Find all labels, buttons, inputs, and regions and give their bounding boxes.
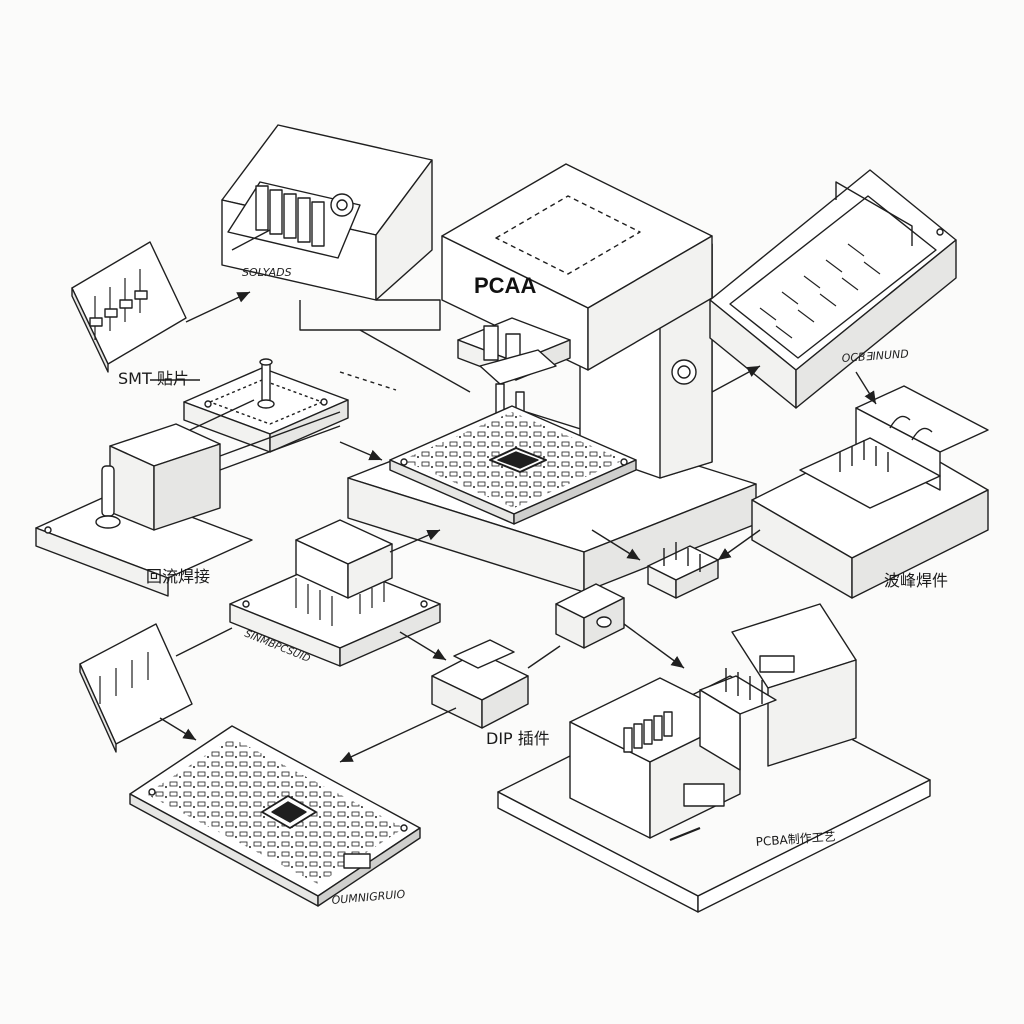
dip-insertion-label: DIP 插件 — [486, 729, 550, 748]
main-placement-machine — [347, 163, 757, 593]
wave-soldering-label: 波峰焊件 — [884, 571, 948, 590]
stencil-printer-machine — [221, 124, 441, 331]
dip-component-small — [647, 542, 719, 599]
reflow-label: 回流焊接 — [146, 567, 210, 586]
pcba-process-label: PCBA制作工艺 — [755, 829, 836, 849]
pcba-process-station — [497, 603, 931, 913]
stencil-printer-label: SOLYADS — [242, 266, 292, 279]
lower-probe-panel — [79, 623, 193, 753]
dip-insertion-block — [431, 583, 625, 729]
smt-placement-label: SMT 贴片 — [118, 369, 189, 388]
finished-board-label: OUMNIGRUIO — [331, 888, 406, 907]
aoi-inspection-tray — [709, 169, 957, 409]
aoi-label: OCBƎINUND — [841, 347, 909, 365]
flow-arrows — [150, 229, 877, 842]
machine-main-label: PCAA — [474, 273, 536, 298]
ic-module-board — [229, 519, 441, 667]
finished-pcb-board — [129, 725, 421, 907]
probe-panel — [71, 241, 187, 373]
wave-solder-machine — [751, 385, 989, 599]
reflow-conveyor — [35, 411, 341, 597]
